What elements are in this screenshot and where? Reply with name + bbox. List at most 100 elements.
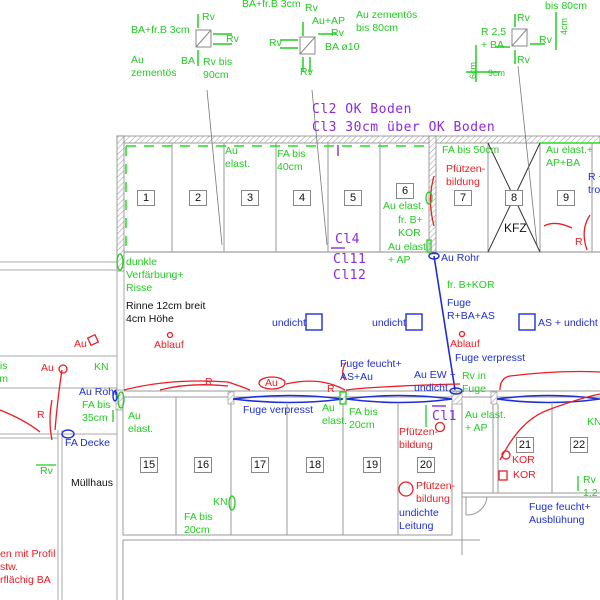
note-rv-in-fuge: Rv in Fuge xyxy=(462,370,486,395)
note-fr-b-kor2: fr. B+KOR xyxy=(447,279,495,291)
note-fa-decke: FA Decke xyxy=(65,437,110,449)
detail4-rv-right: Rv xyxy=(539,34,552,46)
note-profil: en mit Profil stw. rflächig BA xyxy=(0,548,56,586)
note-au-ew-undicht: Au EW + undicht xyxy=(414,369,456,394)
detail4-rv-top: Rv xyxy=(517,12,530,24)
detail4-4cm: 4cm xyxy=(559,17,570,36)
bay-number-7: 7 xyxy=(454,190,472,206)
detail2-ba-10: BA ø10 xyxy=(325,41,360,53)
bay-number-1: 1 xyxy=(137,190,155,206)
bay-number-16: 16 xyxy=(194,457,212,473)
note-ablauf-right: Ablauf xyxy=(450,338,480,350)
note-dunkle-verfaerbung: dunkle Verfärbung+ Risse xyxy=(126,256,184,294)
bay-number-6: 6 xyxy=(396,183,414,199)
left-wall xyxy=(116,135,125,272)
marker-cl2: Cl2 OK Boden xyxy=(312,102,412,117)
note-fuge-verpresst-2: Fuge verpresst xyxy=(243,404,314,416)
detail1-rv-bis: Rv bis 90cm xyxy=(203,56,233,81)
note-fa-20-mid: FA bis 20cm xyxy=(349,406,378,431)
note-r-band2: R xyxy=(327,383,335,395)
note-fuge-feucht-ausbluehung: Fuge feucht+ Ausblühung xyxy=(529,501,591,526)
note-kor2: KOR xyxy=(513,469,536,481)
marker-cl1: Cl1 xyxy=(432,409,457,424)
detail1-rv-right: Rv xyxy=(226,33,239,45)
note-pfuetzen-7: Pfützen- bildung xyxy=(446,163,486,188)
detail2-rv-top: Rv xyxy=(305,2,318,14)
marker-cl3: Cl3 30cm über OK Boden xyxy=(312,120,496,135)
note-kn-right: KN xyxy=(587,416,600,428)
bay-number-8: 8 xyxy=(505,190,523,206)
bay-number-15: 15 xyxy=(140,457,158,473)
note-fa-50: FA bis 50cm xyxy=(442,144,500,156)
note-undicht-2: undicht xyxy=(372,317,406,329)
note-au-elast-6: Au elast. xyxy=(383,200,424,212)
bay-number-19: 19 xyxy=(363,457,381,473)
note-fa-20-bottom: FA bis 20cm xyxy=(184,511,213,536)
note-rv-12: Rv 1,2 xyxy=(583,474,598,499)
note-left-bis: bis cm xyxy=(0,360,8,385)
detail4-rv-bottom: Rv xyxy=(517,54,530,66)
note-au-box: Au xyxy=(74,338,87,350)
bay-number-17: 17 xyxy=(251,457,269,473)
note-au-band: Au xyxy=(265,377,278,389)
top-wall xyxy=(116,135,600,144)
bay-number-21: 21 xyxy=(516,437,534,453)
note-kor1: KOR xyxy=(512,454,535,466)
note-pfuetzen-20a: Pfützen- bildung xyxy=(399,426,439,451)
note-rv-left: Rv xyxy=(40,465,53,477)
detail2-au-ap: Au+AP xyxy=(312,15,345,27)
note-au-elast-mid: Au elast. xyxy=(322,402,348,427)
detail4-6cm: 6cm xyxy=(468,61,479,80)
note-au-elast-ap-ba: Au elast.+ AP+BA xyxy=(546,144,593,169)
note-r-left: R xyxy=(37,409,45,421)
note-rinne: Rinne 12cm breit 4cm Höhe xyxy=(126,300,206,325)
note-fuge-r-ba-as: Fuge R+BA+AS xyxy=(447,297,495,322)
note-kn-bottom: KN xyxy=(213,496,228,508)
detail1-rv-top: Rv xyxy=(202,11,215,23)
note-au-rohr-left: Au Rohr xyxy=(79,386,118,398)
detail4-r25-ba: R 2,5 + BA xyxy=(481,26,507,51)
note-pfuetzen-20b: Pfützen- bildung xyxy=(416,480,456,505)
note-au-elast-ap: Au elast. + AP xyxy=(388,241,429,266)
note-ablauf-left: Ablauf xyxy=(154,339,184,351)
detail1-ba: BA xyxy=(181,55,196,67)
note-r-9: R xyxy=(575,236,583,248)
detail3-au-zementoes: Au zementös bis 80cm xyxy=(356,9,418,34)
bay-number-3: 3 xyxy=(241,190,259,206)
bay-number-4: 4 xyxy=(293,190,311,206)
note-kn-left: KN xyxy=(94,361,109,373)
note-au-elast-top: Au elast. xyxy=(225,145,251,170)
detail2-rv-left: Rv xyxy=(269,37,282,49)
marker-cl4: Cl4 xyxy=(335,232,360,247)
detail2-ba-frb: BA+fr.B 3cm xyxy=(242,0,301,10)
detail1-au-zementoes: Au zementös xyxy=(131,54,177,79)
note-fuge-feucht-as-au: Fuge feucht+ AS+Au xyxy=(340,358,402,383)
bay-number-22: 22 xyxy=(570,437,588,453)
detail1-ba-frb: BA+fr.B 3cm xyxy=(131,24,190,36)
detail4-9cm: 9cm xyxy=(488,68,506,78)
detail4-bis-80: bis 80cm xyxy=(545,0,588,12)
bay-number-9: 9 xyxy=(557,190,575,206)
note-fuge-verpresst: Fuge verpresst xyxy=(455,352,526,364)
note-au-elast-ap2: Au elast. + AP xyxy=(465,409,506,434)
marker-cl12: Cl12 xyxy=(333,268,367,283)
note-undichte-leitung: undichte Leitung xyxy=(399,507,439,532)
note-undicht-1: undicht xyxy=(272,317,306,329)
note-fa-40: FA bis 40cm xyxy=(277,148,306,173)
wall-6-7 xyxy=(428,135,437,255)
note-muellhaus: Müllhaus xyxy=(71,477,114,489)
note-as-undicht: AS + undicht xyxy=(538,317,598,329)
note-r-band1: R xyxy=(205,376,213,388)
bay-number-20: 20 xyxy=(417,457,435,473)
note-au-elast-left: Au elast. xyxy=(128,410,154,435)
note-r-tro: R + tro xyxy=(588,171,600,196)
note-au-rohr: Au Rohr xyxy=(441,252,480,264)
bay-dividers-top xyxy=(171,143,593,252)
bay-number-5: 5 xyxy=(344,190,362,206)
marker-cl11: Cl11 xyxy=(333,252,367,267)
detail2-rv-bottom: Rv xyxy=(300,66,313,78)
bay-number-2: 2 xyxy=(189,190,207,206)
bay-number-18: 18 xyxy=(306,457,324,473)
note-fr-b-kor: fr. B+ KOR xyxy=(398,214,423,239)
bay8-kfz-label: KFZ xyxy=(504,221,527,235)
